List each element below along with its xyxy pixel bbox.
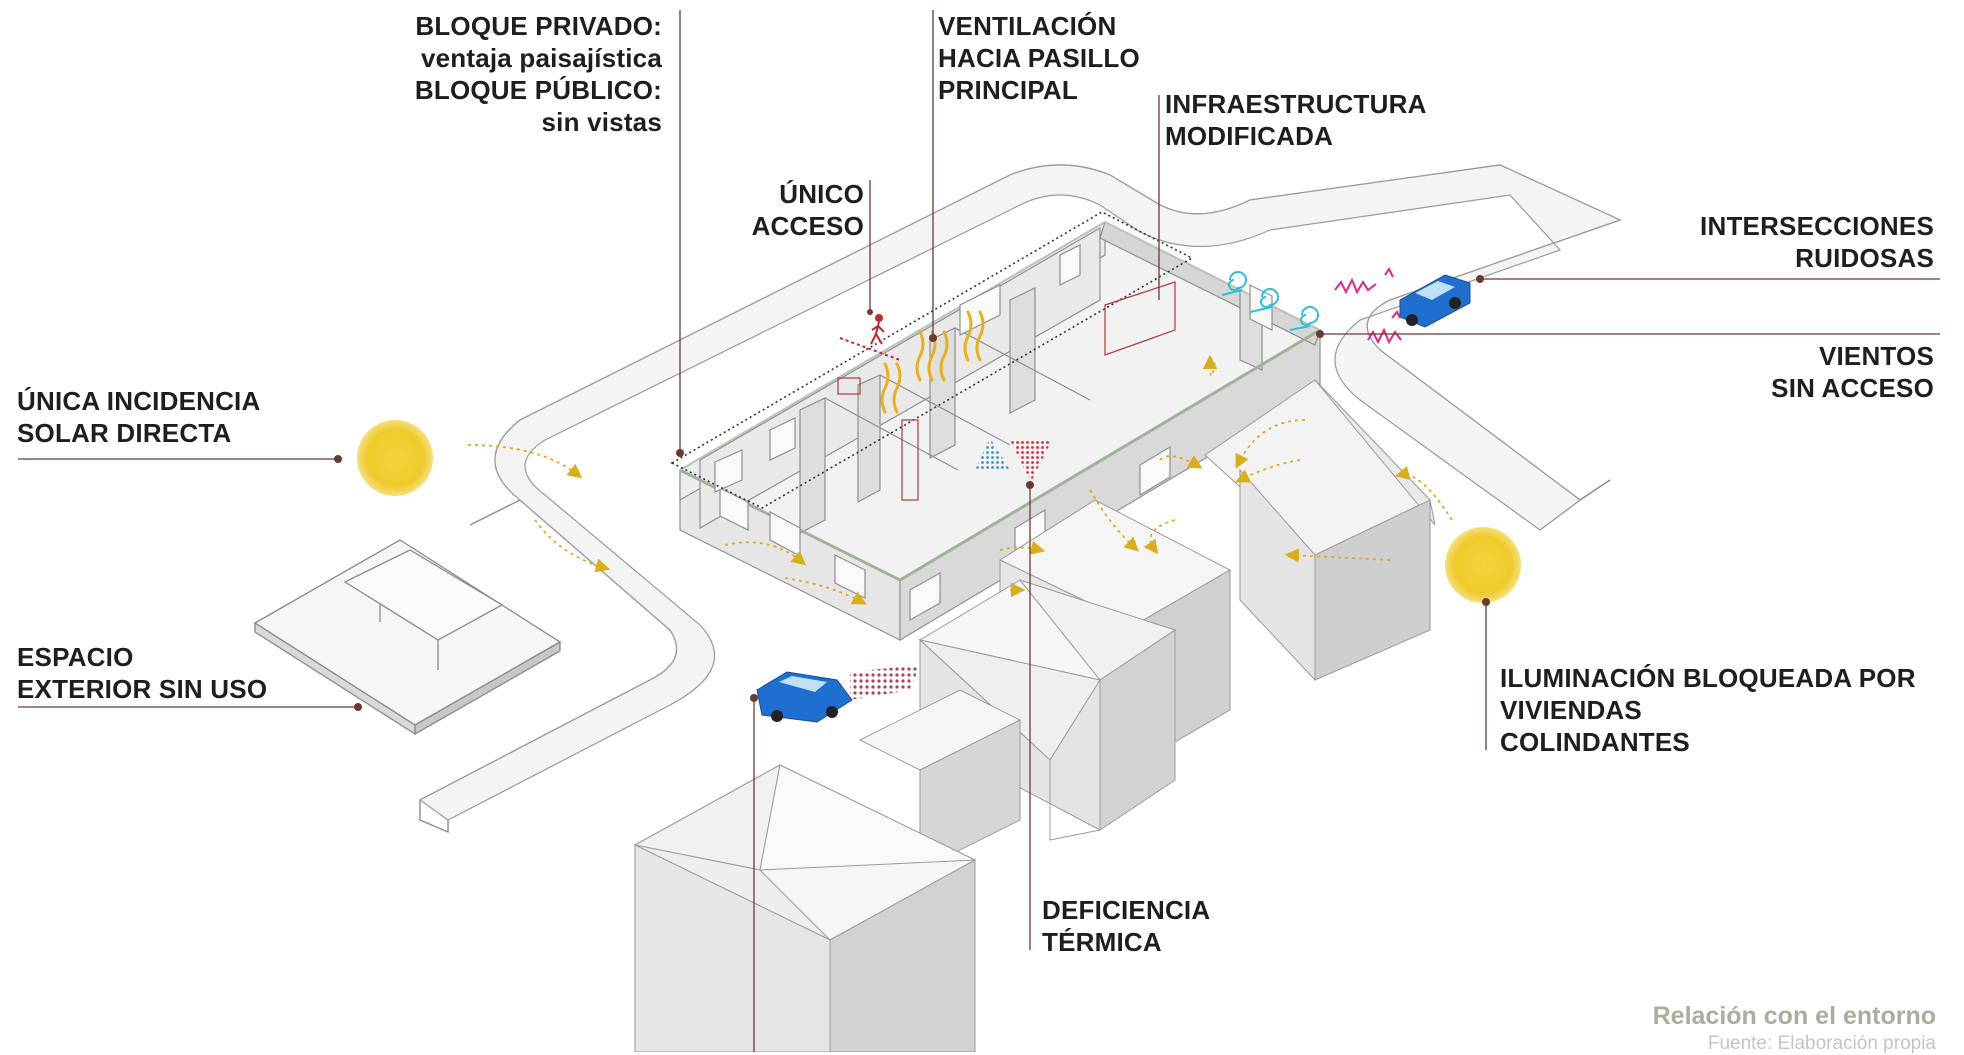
label-line: ILUMINACIÓN BLOQUEADA POR bbox=[1500, 663, 1916, 693]
wind-icon bbox=[1221, 271, 1319, 331]
label-line: INFRAESTRUCTURA bbox=[1165, 89, 1427, 119]
modified-infrastructure-mark bbox=[1104, 281, 1176, 356]
label-line: RUIDOSAS bbox=[1795, 243, 1934, 273]
label-line: INTERSECCIONES bbox=[1700, 211, 1934, 241]
caption-title: Relación con el entorno bbox=[1652, 1002, 1936, 1030]
label-line: ventaja paisajística bbox=[420, 43, 662, 73]
label-line: BLOQUE PRIVADO: bbox=[415, 11, 662, 41]
label-espacio-exterior: ESPACIO EXTERIOR SIN USO bbox=[17, 641, 267, 705]
street-surface bbox=[418, 164, 1622, 821]
label-unico-acceso: ÚNICO ACCESO bbox=[752, 178, 864, 242]
heat-icon bbox=[880, 310, 985, 414]
label-line: VIENTOS bbox=[1818, 341, 1934, 371]
label-line: VENTILACIÓN bbox=[938, 11, 1117, 41]
airflow-arrows bbox=[467, 354, 1453, 605]
label-line: SOLAR DIRECTA bbox=[17, 418, 232, 448]
label-line: ÚNICO bbox=[779, 179, 864, 209]
label-line: ESPACIO bbox=[17, 642, 134, 672]
label-line: TÉRMICA bbox=[1042, 927, 1162, 957]
label-line: EXTERIOR SIN USO bbox=[17, 674, 268, 704]
neighbour-houses bbox=[633, 379, 1436, 1052]
hot-air-icon bbox=[1010, 440, 1052, 482]
label-bloque-privado-publico: BLOQUE PRIVADO: ventaja paisajística BLO… bbox=[415, 10, 662, 138]
caption-source: Fuente: Elaboración propia bbox=[1707, 1033, 1936, 1054]
person-icon bbox=[839, 314, 901, 361]
exterior-platform bbox=[253, 539, 562, 736]
label-iluminacion: ILUMINACIÓN BLOQUEADA POR VIVIENDAS COLI… bbox=[1500, 662, 1916, 758]
door-mark bbox=[837, 377, 861, 395]
sun-icon bbox=[357, 420, 433, 496]
figure-caption: Relación con el entorno Fuente: Elaborac… bbox=[1653, 1002, 1936, 1055]
label-line: DEFICIENCIA bbox=[1042, 895, 1211, 925]
label-deficiencia-termica: DEFICIENCIA TÉRMICA bbox=[1042, 894, 1210, 958]
service-duct-mark bbox=[901, 419, 919, 501]
label-incidencia-solar: ÚNICA INCIDENCIA SOLAR DIRECTA bbox=[17, 385, 260, 449]
label-line: SIN ACCESO bbox=[1771, 373, 1934, 403]
car-icon bbox=[756, 671, 853, 723]
label-infraestructura: INFRAESTRUCTURA MODIFICADA bbox=[1165, 88, 1427, 152]
label-line: MODIFICADA bbox=[1165, 121, 1334, 151]
sun-icon bbox=[1445, 527, 1521, 603]
car-icon bbox=[1399, 274, 1471, 328]
label-vientos: VIENTOS SIN ACCESO bbox=[1771, 340, 1934, 404]
noise-icon bbox=[1334, 267, 1402, 345]
label-line: sin vistas bbox=[541, 107, 662, 137]
label-line: COLINDANTES bbox=[1500, 727, 1690, 757]
private-block-outline bbox=[670, 211, 1194, 509]
leader-dots bbox=[334, 275, 1490, 711]
noise-zone-mark bbox=[850, 665, 920, 700]
label-intersecciones: INTERSECCIONES RUIDOSAS bbox=[1700, 210, 1934, 274]
leader-lines bbox=[18, 10, 1940, 1052]
label-line: BLOQUE PÚBLICO: bbox=[414, 75, 662, 105]
cold-air-icon bbox=[975, 438, 1010, 470]
label-line: ÚNICA INCIDENCIA bbox=[17, 386, 261, 416]
label-line: PRINCIPAL bbox=[938, 75, 1078, 105]
label-line: HACIA PASILLO bbox=[938, 43, 1140, 73]
label-line: ACCESO bbox=[751, 211, 864, 241]
label-line: VIVIENDAS bbox=[1500, 695, 1642, 725]
label-ventilacion: VENTILACIÓN HACIA PASILLO PRINCIPAL bbox=[938, 10, 1140, 106]
